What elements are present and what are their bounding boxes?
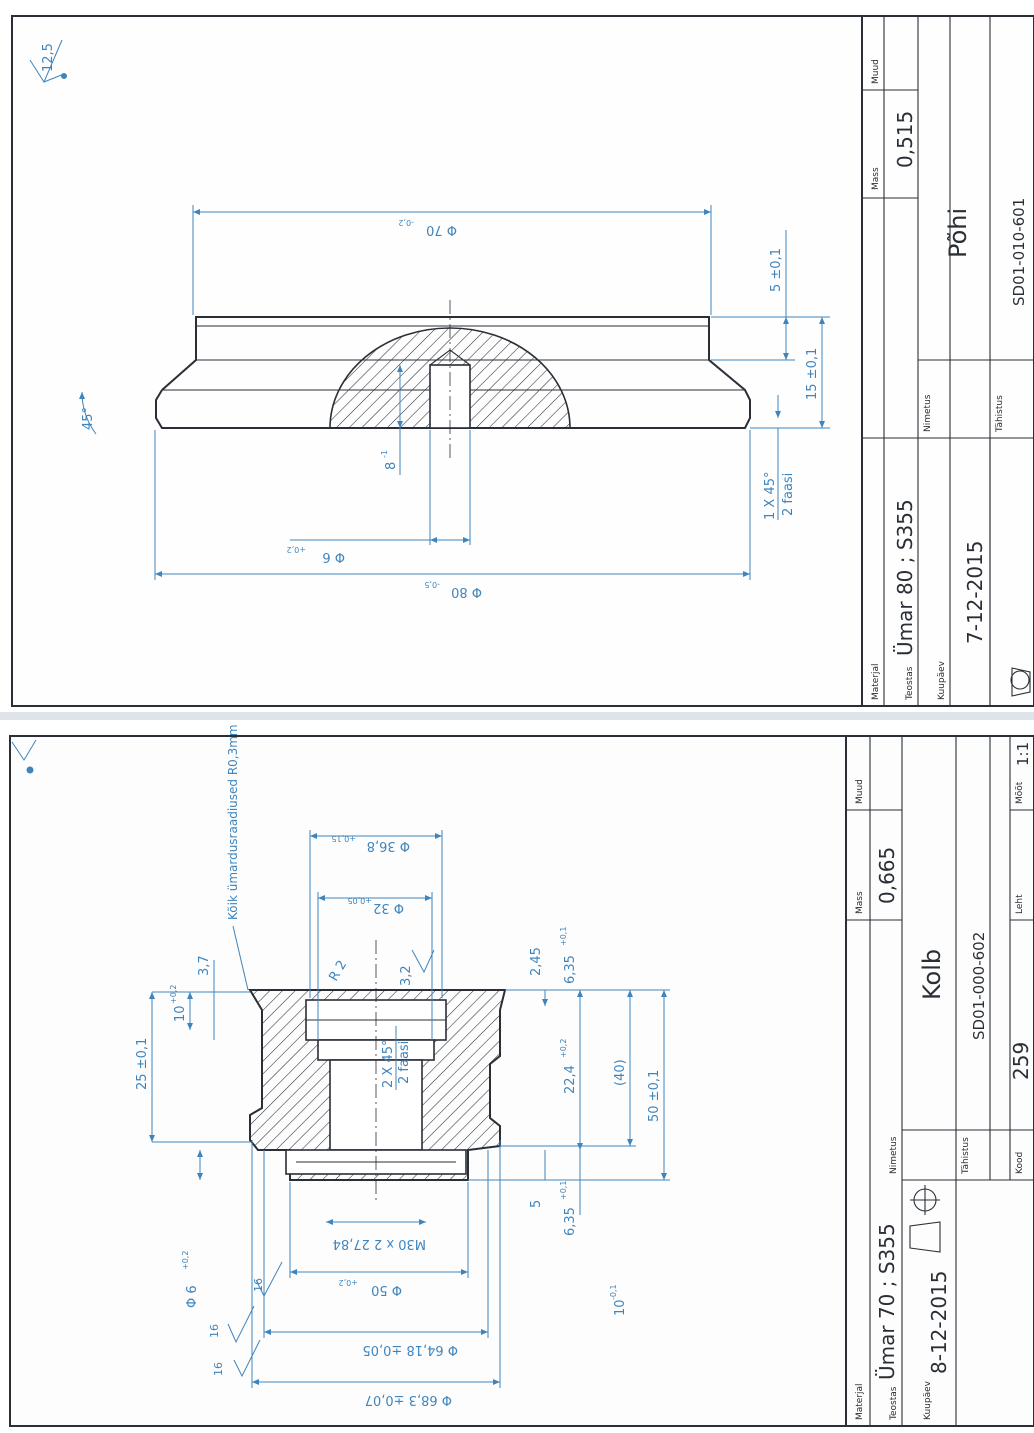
title-block-top <box>861 16 1034 706</box>
title-block-bottom <box>845 736 1034 1427</box>
dim-d80: Φ 80 <box>451 584 482 599</box>
dim-d50-tol: +0,2 <box>339 1278 358 1287</box>
dim-d80-tol: -0,5 <box>424 580 440 589</box>
dim-h15: 15 ±0,1 <box>805 348 820 400</box>
tb-bot-code: 259 <box>1009 1042 1033 1080</box>
dim-d6: Φ 6 <box>322 549 345 564</box>
dim-depth8-tol: -1 <box>380 450 389 458</box>
dim-d70-tol: -0,2 <box>398 218 414 227</box>
sheet-gap <box>0 712 1034 720</box>
tb-top-name: Põhi <box>944 208 972 258</box>
dim-6-35-bot-tol: +0,1 <box>559 1181 568 1200</box>
dim-22-4: 22,4 <box>563 1065 578 1094</box>
roughness-symbol-bottom <box>11 739 37 774</box>
dim-thread: M30 x 2 27,84 <box>333 1236 426 1251</box>
tb-bot-mass: 0,665 <box>875 847 899 904</box>
dim-d36-8: Φ 36,8 <box>367 838 410 853</box>
dim-angle: 45° <box>81 407 96 430</box>
dim-d6-tol: +0,2 <box>287 545 306 554</box>
tb-bot-designation: SD01-000-602 <box>970 932 988 1040</box>
dim-rough-3-2: 3,2 <box>399 965 414 986</box>
tb-top-material-label: Materjal <box>871 663 881 700</box>
dim-chamfer-line1: 2 X 45° <box>381 1040 396 1088</box>
dim-d64-18: Φ 64,18 ±0,05 <box>362 1342 458 1357</box>
dim-6-35-top-tol: +0,1 <box>559 927 568 946</box>
tb-bot-scale-label: Mõõt <box>1015 781 1025 804</box>
dim-d68-3: Φ 68,3 ±0,07 <box>365 1392 452 1407</box>
tb-bot-code-label: Kood <box>1015 1152 1025 1174</box>
sheet-top: 12,5 <box>11 15 1034 707</box>
tb-top-material: Ümar 80 ; S355 <box>893 499 917 656</box>
tb-bot-date: 8-12-2015 <box>927 1270 951 1374</box>
dim-10-bot: 10 <box>613 1299 628 1316</box>
dim-rough-16-a: 16 <box>212 1362 225 1376</box>
sheet-bottom: Kõik ümardusraadiused R0,3mm <box>9 724 1034 1427</box>
dim-chamfer-line2: 2 faasi <box>781 473 796 516</box>
dim-d6-bot-tol: +0,2 <box>181 1251 190 1270</box>
tb-bot-date-label: Kuupäev <box>923 1380 933 1420</box>
dim-10-bot-tol: -0,1 <box>609 1284 618 1300</box>
tb-top-designation-label: Tähistus <box>995 395 1005 433</box>
tb-top-other-label: Muud <box>871 59 881 84</box>
tb-bot-designation-label: Tähistus <box>961 1137 971 1175</box>
dim-d36-8-tol: +0,15 <box>331 834 356 843</box>
dim-rough-16-c: 16 <box>252 1278 265 1292</box>
dim-h5: 5 ±0,1 <box>769 248 784 292</box>
tb-bot-name-label: Nimetus <box>889 1136 899 1174</box>
tb-bot-mass-label: Mass <box>855 891 865 914</box>
dim-d70: Φ 70 <box>426 222 457 237</box>
dim-depth8: 8 <box>384 462 399 470</box>
dim-d50: Φ 50 <box>371 1282 402 1297</box>
tb-bot-sheet-label: Leht <box>1015 894 1025 914</box>
dim-10-tol: +0,2 <box>169 985 178 1004</box>
tb-top-date-label: Kuupäev <box>937 660 947 700</box>
tb-top-mass: 0,515 <box>893 111 917 168</box>
dim-chamfer-line2: 2 faasi <box>397 1041 412 1084</box>
roughness-value: 12,5 <box>41 43 56 72</box>
dimensions-bottom <box>149 830 670 1388</box>
tb-bot-other-label: Muud <box>855 779 865 804</box>
roughness-marks-bottom <box>227 1261 283 1378</box>
dim-chamfer-line1: 1 X 45° <box>763 472 778 520</box>
dim-d32: Φ 32 <box>373 900 404 915</box>
dim-rough-16-b: 16 <box>208 1324 221 1338</box>
dim-25: 25 ±0,1 <box>135 1038 150 1090</box>
tb-bot-material: Ümar 70 ; S355 <box>875 1223 899 1380</box>
dim-d32-tol: +0,05 <box>347 896 372 905</box>
tb-top-mass-label: Mass <box>871 167 881 190</box>
dim-d6-bot: Φ 6 <box>185 1285 200 1308</box>
dim-5: 5 <box>529 1200 544 1208</box>
dim-22-4-tol: +0,2 <box>559 1039 568 1058</box>
projection-symbol-bottom <box>909 1185 941 1253</box>
sheet-bottom-border <box>9 735 1034 1427</box>
dim-6-35-bot: 6,35 <box>563 1207 578 1236</box>
dim-10: 10 <box>173 1005 188 1022</box>
dimensions-top <box>79 205 830 580</box>
tb-top-date: 7-12-2015 <box>963 540 987 644</box>
tb-bot-author-label: Teostas <box>889 1386 899 1421</box>
tb-bot-material-label: Materjal <box>855 1383 865 1420</box>
dim-2-45: 2,45 <box>529 947 544 976</box>
tb-top-author-label: Teostas <box>905 666 915 701</box>
tb-top-designation: SD01-010-601 <box>1010 198 1028 306</box>
dim-6-35-top: 6,35 <box>563 955 578 984</box>
roughness-symbol <box>29 39 67 84</box>
dim-3-7: 3,7 <box>197 955 212 976</box>
tb-top-name-label: Nimetus <box>923 394 933 432</box>
tb-bot-scale: 1:1 <box>1014 742 1032 766</box>
tb-bot-name: Kolb <box>918 949 946 1000</box>
dim-40: (40) <box>613 1059 628 1086</box>
dim-50-pm: 50 ±0,1 <box>647 1070 662 1122</box>
note-radii: Kõik ümardusraadiused R0,3mm <box>226 724 240 920</box>
projection-symbol-top <box>1010 667 1031 697</box>
part-pohi <box>155 300 751 460</box>
part-kolb <box>248 940 507 1200</box>
